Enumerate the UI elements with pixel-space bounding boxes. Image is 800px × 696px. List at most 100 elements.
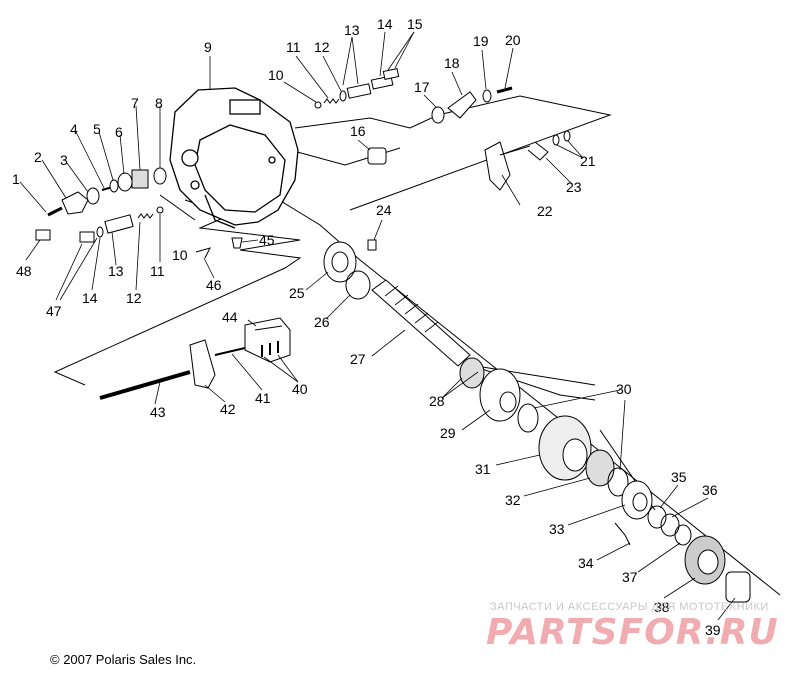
callout-33: 33: [549, 521, 565, 537]
leader-17: [423, 94, 437, 108]
ball-10-top: [314, 101, 322, 109]
leader-28-b: [441, 371, 479, 399]
dowel-24: [367, 239, 377, 251]
washer-35: [647, 505, 667, 529]
callout-35: 35: [671, 469, 687, 485]
callout-8: 8: [155, 95, 163, 111]
washer-37: [674, 524, 692, 546]
callout-2: 2: [34, 149, 42, 165]
callout-45: 45: [259, 232, 275, 248]
leader-48: [25, 239, 41, 261]
callout-13-bottom: 13: [108, 263, 124, 279]
callout-37: 37: [622, 569, 638, 585]
bearing-32: [585, 449, 615, 487]
callout-3: 3: [60, 152, 68, 168]
leader-46: [203, 257, 215, 279]
bushing-39: [725, 571, 751, 603]
leader-30-b: [619, 399, 626, 471]
callout-16: 16: [350, 123, 366, 139]
bearing-38: [684, 535, 726, 585]
bearing-25: [323, 241, 357, 283]
leader-12-bottom: [135, 221, 141, 291]
callout-43: 43: [150, 404, 166, 420]
callout-29: 29: [440, 425, 456, 441]
callout-9: 9: [204, 39, 212, 55]
bearing-6: [117, 172, 133, 192]
leader-2: [41, 159, 67, 199]
ball-11-bottom: [156, 206, 164, 214]
leader-25: [305, 271, 329, 291]
leader-10-top: [283, 81, 317, 103]
oring-21-a: [552, 134, 560, 146]
bracket-18: [447, 91, 477, 119]
leader-35: [659, 484, 679, 509]
callout-11-top: 11: [286, 39, 301, 55]
copyright-notice: © 2007 Polaris Sales Inc.: [50, 652, 197, 667]
pin-46: [195, 247, 211, 259]
callout-1: 1: [12, 171, 20, 187]
gear-29: [479, 368, 521, 422]
bolt-1: [47, 206, 63, 217]
callout-18: 18: [444, 55, 460, 71]
leader-13-b: [351, 36, 359, 85]
callout-15: 15: [407, 16, 423, 32]
leader-18: [451, 71, 463, 96]
callout-13-top: 13: [344, 22, 360, 38]
clip-23: [527, 141, 549, 161]
pins-40: [261, 341, 279, 357]
leader-14-top: [379, 31, 386, 77]
callout-12-bottom: 12: [126, 290, 142, 306]
callout-24: 24: [376, 202, 392, 218]
leader-40-b: [277, 354, 299, 383]
leader-34: [596, 542, 631, 561]
plug-15: [382, 68, 400, 80]
clutch-33: [621, 480, 653, 520]
leader-7: [135, 105, 141, 171]
leader-14-bottom: [91, 237, 101, 291]
callout-42: 42: [220, 401, 236, 417]
leader-40-a: [263, 356, 299, 383]
leader-26: [326, 294, 351, 319]
callout-48: 48: [16, 263, 32, 279]
bushing-47: [79, 231, 95, 243]
gear-31: [538, 415, 592, 481]
callout-5: 5: [93, 121, 101, 137]
pin-41: [214, 347, 246, 356]
gear-7: [131, 169, 149, 189]
bushing-16: [367, 147, 387, 165]
leader-4: [75, 131, 105, 189]
spring-12-bottom: [137, 213, 154, 219]
gearcase-housing: [169, 87, 299, 229]
leader-42: [204, 384, 226, 403]
washer-19: [482, 89, 492, 103]
callout-20: 20: [505, 32, 521, 48]
leader-45: [241, 239, 259, 243]
ring-36: [660, 513, 680, 537]
callout-47: 47: [46, 303, 62, 319]
leader-27: [371, 329, 406, 357]
cover-2: [61, 191, 89, 215]
callout-23: 23: [566, 179, 582, 195]
leader-23: [545, 157, 573, 185]
callout-38: 38: [654, 599, 670, 615]
callout-44: 44: [222, 309, 238, 325]
callout-26: 26: [314, 314, 330, 330]
bolt-20: [496, 86, 513, 94]
callout-11-bottom: 11: [150, 263, 165, 279]
thrust-washer-30: [517, 403, 539, 433]
leader-13-bottom: [111, 231, 117, 266]
leader-21-b: [567, 140, 584, 159]
leader-3: [66, 162, 89, 193]
callout-31: 31: [475, 461, 491, 477]
callout-4: 4: [70, 121, 78, 137]
leader-43: [154, 381, 161, 405]
plug-45: [231, 237, 243, 249]
callout-25: 25: [289, 285, 305, 301]
frame-line-a: [159, 194, 196, 221]
callout-32: 32: [505, 492, 521, 508]
plug-48: [35, 229, 51, 241]
leader-22: [501, 174, 521, 206]
oring-3: [86, 187, 100, 205]
leader-33: [567, 504, 626, 526]
callout-30: 30: [616, 381, 632, 397]
